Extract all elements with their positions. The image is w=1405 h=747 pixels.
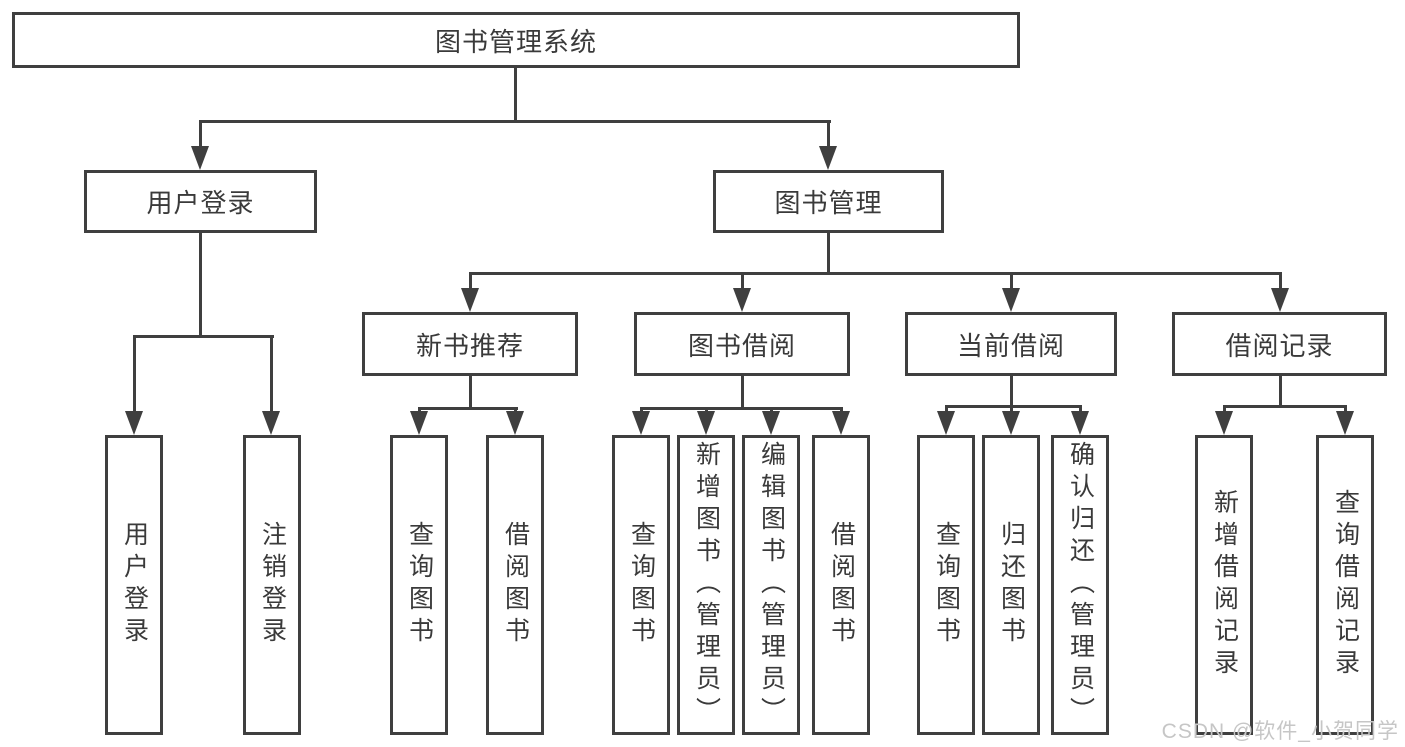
connector-line [133,335,274,338]
connector-line [1010,376,1013,408]
connector-line [827,233,830,275]
node-book-borrow: 图书借阅 [634,312,850,376]
connector-line [1279,376,1282,408]
leaf-edit-books-admin: 编辑图书（管理员） [742,435,800,735]
arrowhead-down-icon [632,411,650,435]
connector-line [469,272,472,292]
connector-line [827,120,830,152]
leaf-query-books-current: 查询图书 [917,435,975,735]
leaf-user-login: 用户登录 [105,435,163,735]
node-book-management: 图书管理 [713,170,944,233]
leaf-confirm-return-admin: 确认归还（管理员） [1051,435,1109,735]
leaf-borrow-books-recommend: 借阅图书 [486,435,544,735]
connector-line [199,120,831,123]
arrowhead-down-icon [125,411,143,435]
connector-line [741,272,744,292]
connector-line [741,376,744,410]
connector-line [514,68,517,123]
arrowhead-down-icon [937,411,955,435]
connector-line [1279,272,1282,292]
arrowhead-down-icon [733,288,751,312]
arrowhead-down-icon [832,411,850,435]
connector-line [418,407,518,410]
connector-line [469,272,1282,275]
connector-line [133,335,136,415]
arrowhead-down-icon [1002,288,1020,312]
node-library-management-system: 图书管理系统 [12,12,1020,68]
node-current-borrow: 当前借阅 [905,312,1117,376]
leaf-return-books: 归还图书 [982,435,1040,735]
leaf-borrow-books: 借阅图书 [812,435,870,735]
connector-line [640,407,843,410]
connector-line [469,376,472,410]
leaf-query-books-recommend: 查询图书 [390,435,448,735]
csdn-watermark: CSDN @软件_小贺同学 [1161,720,1399,743]
leaf-logout: 注销登录 [243,435,301,735]
arrowhead-down-icon [410,411,428,435]
arrowhead-down-icon [1271,288,1289,312]
arrowhead-down-icon [1336,411,1354,435]
leaf-query-books-borrow: 查询图书 [612,435,670,735]
arrowhead-down-icon [461,288,479,312]
arrowhead-down-icon [191,146,209,170]
connector-line [270,335,273,415]
connector-line [199,120,202,152]
arrowhead-down-icon [819,146,837,170]
arrowhead-down-icon [1002,411,1020,435]
connector-line [1010,272,1013,292]
node-borrow-records: 借阅记录 [1172,312,1387,376]
arrowhead-down-icon [1071,411,1089,435]
arrowhead-down-icon [762,411,780,435]
connector-line [1223,405,1347,408]
arrowhead-down-icon [697,411,715,435]
leaf-query-borrow-record: 查询借阅记录 [1316,435,1374,735]
node-user-login: 用户登录 [84,170,317,233]
leaf-add-borrow-record: 新增借阅记录 [1195,435,1253,735]
connector-line [945,405,1082,408]
node-new-book-recommend: 新书推荐 [362,312,578,376]
leaf-add-books-admin: 新增图书（管理员） [677,435,735,735]
connector-line [199,233,202,337]
arrowhead-down-icon [506,411,524,435]
arrowhead-down-icon [1215,411,1233,435]
arrowhead-down-icon [262,411,280,435]
